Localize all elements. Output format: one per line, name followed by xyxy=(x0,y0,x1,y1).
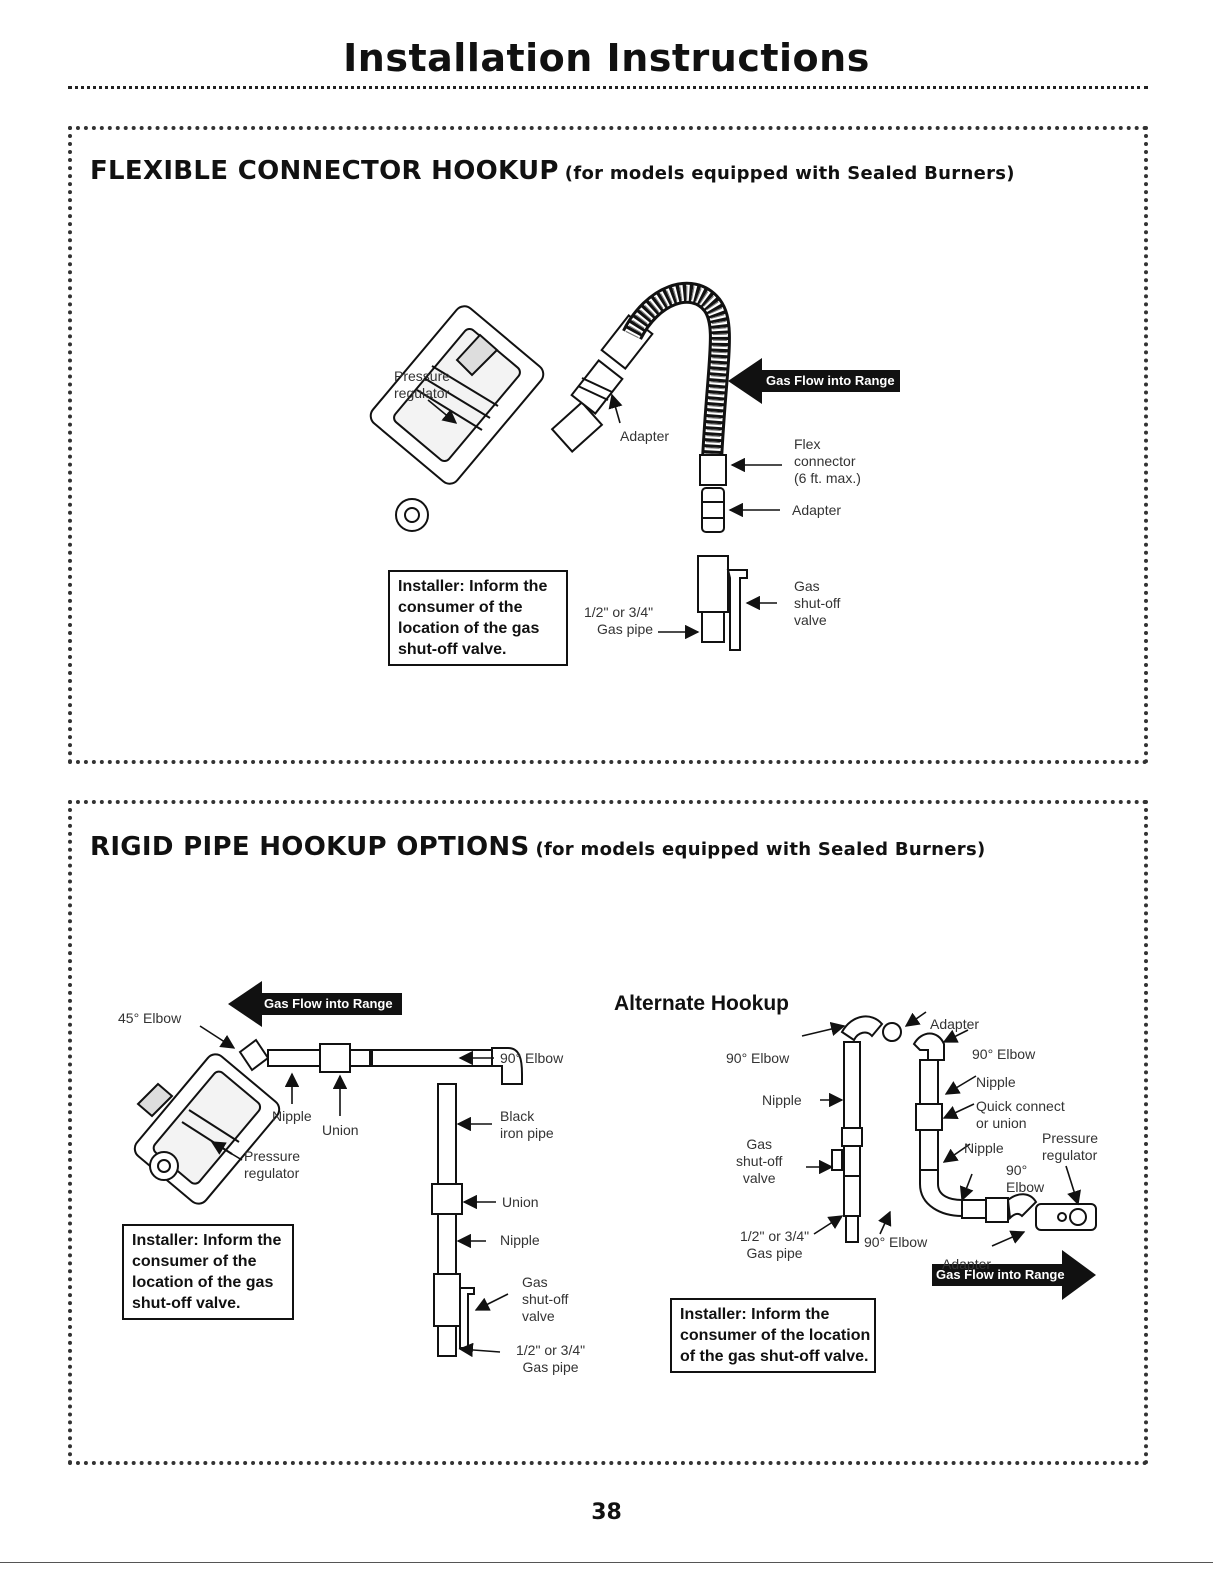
rigid-elbow-90-label: 90° Elbow xyxy=(500,1050,564,1066)
alt-nipple-lower-label: Nipple xyxy=(964,1140,1004,1156)
flexible-flow-label: Gas Flow into Range xyxy=(766,373,895,388)
note-line: of the gas shut-off valve. xyxy=(680,1348,869,1365)
rigid-horizontal-pipe xyxy=(267,1043,523,1085)
title-rule xyxy=(68,86,1148,89)
alternate-hookup-title: Alternate Hookup xyxy=(614,992,790,1015)
alternate-right-riser xyxy=(882,1022,1097,1231)
note-line: consumer of the xyxy=(132,1253,257,1270)
alt-quick-connect-label: Quick connect or union xyxy=(976,1098,1065,1131)
alternate-left-riser xyxy=(831,1015,884,1243)
alt-nipple-right-label: Nipple xyxy=(976,1074,1016,1090)
alt-nipple-left-label: Nipple xyxy=(762,1092,802,1108)
flexible-connector-panel: FLEXIBLE CONNECTOR HOOKUP(for models equ… xyxy=(68,126,1148,764)
note-line: Installer: Inform the xyxy=(680,1306,830,1323)
flex-adapter-bottom-label: Adapter xyxy=(792,502,842,518)
alt-elbow-90-left-label: 90° Elbow xyxy=(726,1050,790,1066)
flex-adapter-top-label: Adapter xyxy=(620,428,670,444)
adapter-bottom-illustration xyxy=(701,487,725,533)
note-line: location of the gas xyxy=(132,1274,274,1291)
rigid-panel-title: RIGID PIPE HOOKUP OPTIONS(for models equ… xyxy=(90,832,986,862)
bottom-rule xyxy=(0,1562,1213,1563)
page-number: 38 xyxy=(591,1500,622,1525)
flex-gas-pipe-label: 1/2" or 3/4" Gas pipe xyxy=(584,604,654,637)
rigid-vertical-pipe xyxy=(431,1083,475,1357)
flexible-connector-diagram xyxy=(369,281,900,651)
rigid-pipe-diagram xyxy=(133,981,1097,1358)
rigid-flow-arrow xyxy=(228,981,402,1027)
rigid-black-iron-label: Black iron pipe xyxy=(500,1108,554,1141)
rigid-nipple-label: Nipple xyxy=(272,1108,312,1124)
note-line: shut-off valve. xyxy=(132,1295,241,1312)
flexible-subtitle: (for models equipped with Sealed Burners… xyxy=(564,163,1015,184)
flex-connector-label: Flex connector (6 ft. max.) xyxy=(794,436,861,486)
rigid-gas-shutoff-label: Gas shut-off valve xyxy=(522,1274,569,1324)
rigid-installer-note: Installer: Inform the consumer of the lo… xyxy=(122,1224,294,1320)
rigid-union-label: Union xyxy=(322,1122,359,1138)
flex-pressure-regulator-label: Pressure regulator xyxy=(394,368,451,401)
note-line: location of the gas xyxy=(398,620,540,637)
rigid-subtitle: (for models equipped with Sealed Burners… xyxy=(535,839,986,860)
note-line: consumer of the location xyxy=(680,1327,871,1344)
alt-adapter-top-label: Adapter xyxy=(930,1016,980,1032)
alt-gas-shutoff-label: Gas shut-off valve xyxy=(736,1136,783,1186)
note-line: shut-off valve. xyxy=(398,641,507,658)
rigid-flow-label: Gas Flow into Range xyxy=(264,996,393,1011)
alt-adapter-bottom-label: Adapter xyxy=(942,1256,992,1272)
alt-gas-pipe-label: 1/2" or 3/4" Gas pipe xyxy=(740,1228,810,1261)
alt-elbow-90-right-label: 90° Elbow xyxy=(972,1046,1036,1062)
rigid-elbow-45-label: 45° Elbow xyxy=(118,1010,182,1026)
flexible-flow-arrow xyxy=(728,358,900,404)
rigid-pressure-regulator-label: Pressure regulator xyxy=(244,1148,301,1181)
note-line: Installer: Inform the xyxy=(398,578,548,595)
alt-elbow-90-lower-label: 90° Elbow xyxy=(1006,1162,1045,1195)
flexible-panel-title: FLEXIBLE CONNECTOR HOOKUP(for models equ… xyxy=(90,156,1015,186)
flexible-title-text: FLEXIBLE CONNECTOR HOOKUP xyxy=(90,156,559,186)
alternate-flow-label: Gas Flow into Range xyxy=(936,1267,1065,1282)
alternate-flow-arrow xyxy=(932,1250,1096,1300)
rigid-union-right-label: Union xyxy=(502,1194,539,1210)
flex-gas-shutoff-label: Gas shut-off valve xyxy=(794,578,841,628)
rigid-title-text: RIGID PIPE HOOKUP OPTIONS xyxy=(90,832,530,862)
flexible-installer-note: Installer: Inform the consumer of the lo… xyxy=(388,570,568,666)
gas-shutoff-valve-illustration xyxy=(697,555,748,651)
rigid-regulator-illustration xyxy=(133,1038,281,1205)
page-title: Installation Instructions xyxy=(343,36,870,80)
pressure-regulator-illustration xyxy=(369,305,604,532)
rigid-nipple-right-label: Nipple xyxy=(500,1232,540,1248)
note-line: Installer: Inform the xyxy=(132,1232,282,1249)
alt-pressure-regulator-label: Pressure regulator xyxy=(1042,1130,1099,1163)
rigid-pipe-panel: RIGID PIPE HOOKUP OPTIONS(for models equ… xyxy=(68,800,1148,1465)
alternate-installer-note: Installer: Inform the consumer of the lo… xyxy=(670,1298,876,1373)
alt-elbow-90-bottom-label: 90° Elbow xyxy=(864,1234,928,1250)
note-line: consumer of the xyxy=(398,599,523,616)
rigid-gas-pipe-label: 1/2" or 3/4" Gas pipe xyxy=(516,1342,586,1375)
